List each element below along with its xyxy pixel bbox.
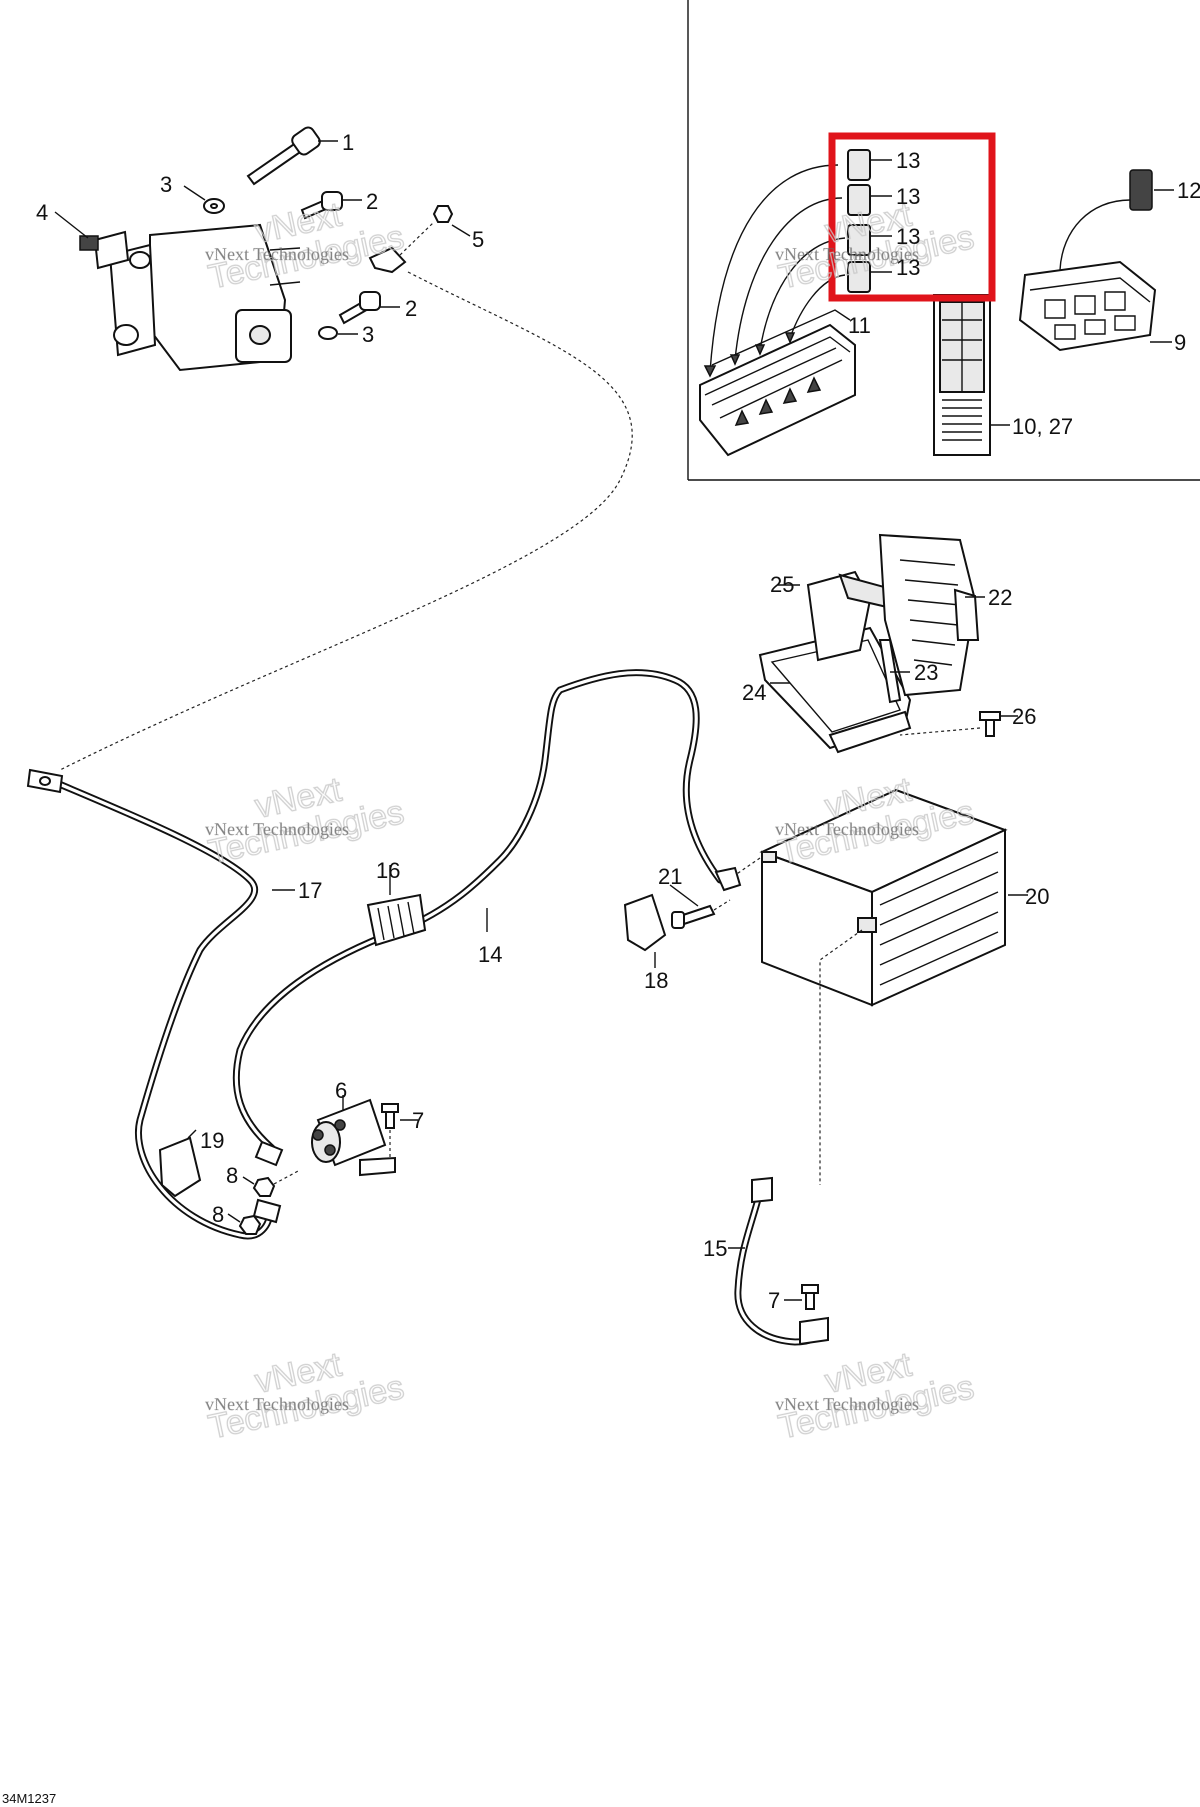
ground-cable-15[interactable]: [728, 1176, 829, 1346]
callout-2b: 2: [405, 296, 417, 321]
callout-5: 5: [472, 227, 484, 252]
callout-17: 17: [298, 878, 322, 903]
callout-8a: 8: [226, 1163, 238, 1188]
nut-5[interactable]: [432, 205, 471, 237]
callout-21: 21: [658, 864, 682, 889]
battery-positive-lead: [724, 857, 761, 883]
callout-3: 3: [160, 172, 172, 197]
relay-12[interactable]: [1059, 169, 1174, 271]
callout-9: 9: [1174, 330, 1186, 355]
callout-6: 6: [335, 1078, 347, 1103]
bolt-2-top[interactable]: [300, 191, 362, 220]
svg-text:vNext Technologies: vNext Technologies: [205, 819, 349, 839]
bolt-7-ground[interactable]: [784, 1284, 819, 1310]
callout-7a: 7: [412, 1108, 424, 1133]
starter-motor-group: [54, 125, 471, 372]
svg-text:vNext Technologies: vNext Technologies: [205, 244, 349, 264]
callout-25: 25: [770, 572, 794, 597]
washer-3-lower[interactable]: [318, 326, 338, 340]
svg-text:vNext Technologies: vNext Technologies: [775, 819, 919, 839]
callout-13d: 13: [896, 255, 920, 280]
battery-cover-22[interactable]: [878, 533, 985, 697]
battery-tray-24[interactable]: [758, 626, 912, 754]
callout-labels: 1 2 3 4 5 2 3 13 13 13 13 12 11 9 10, 27…: [36, 130, 1200, 1313]
callout-26: 26: [1012, 704, 1036, 729]
terminal-cover-18[interactable]: [623, 893, 667, 968]
callout-14: 14: [478, 942, 502, 967]
callout-1: 1: [342, 130, 354, 155]
fuse-holder-11[interactable]: [699, 309, 856, 457]
callout-15: 15: [703, 1236, 727, 1261]
bolt-7-solenoid[interactable]: [381, 1103, 418, 1158]
callout-2: 2: [366, 189, 378, 214]
callout-11: 11: [848, 313, 871, 338]
nut-8-lower[interactable]: [238, 1214, 262, 1235]
fuse-label-sticker-10-27[interactable]: [933, 294, 1010, 456]
bolt-21[interactable]: [669, 884, 731, 929]
starter-motor-4[interactable]: [54, 211, 301, 372]
terminal-boot-19[interactable]: [158, 1129, 202, 1198]
drawing-code: 34M1237: [2, 1791, 56, 1806]
callout-7b: 7: [768, 1288, 780, 1313]
svg-text:vNext Technologies: vNext Technologies: [205, 1394, 349, 1414]
callout-19: 19: [200, 1128, 224, 1153]
fuse-box-inset: [687, 0, 1200, 481]
callout-12: 12: [1177, 178, 1200, 203]
positive-cable-14[interactable]: [232, 669, 742, 1167]
bolt-1[interactable]: [246, 125, 338, 186]
callout-16: 16: [376, 858, 400, 883]
ground-strap-17[interactable]: [26, 768, 295, 1240]
callout-20: 20: [1025, 884, 1049, 909]
callout-3b: 3: [362, 322, 374, 347]
battery-tray-group: [758, 533, 1018, 754]
bolt-2-lower[interactable]: [338, 291, 400, 325]
nut-8-upper[interactable]: [252, 1176, 276, 1197]
tray-strap-23[interactable]: [878, 639, 902, 704]
callout-13c: 13: [896, 224, 920, 249]
fuse-box-9[interactable]: [1018, 260, 1172, 352]
callout-10-27: 10, 27: [1012, 414, 1073, 439]
battery-20[interactable]: [759, 788, 1028, 1007]
callout-23: 23: [914, 660, 938, 685]
svg-text:vNext Technologies: vNext Technologies: [775, 244, 919, 264]
fuse-13-stack[interactable]: [847, 149, 892, 293]
callout-4: 4: [36, 200, 48, 225]
callout-18: 18: [644, 968, 668, 993]
watermarks: Technologies vNext vNext Technologies Te…: [205, 195, 978, 1447]
protective-boot-16[interactable]: [366, 865, 427, 947]
callout-13a: 13: [896, 148, 920, 173]
highlight-box: [828, 132, 996, 302]
bolt-26[interactable]: [899, 711, 1018, 737]
callout-13b: 13: [896, 184, 920, 209]
starter-bracket[interactable]: [368, 246, 407, 274]
callout-8b: 8: [212, 1202, 224, 1227]
starter-solenoid-6[interactable]: [311, 1095, 396, 1177]
callout-24: 24: [742, 680, 766, 705]
callout-22: 22: [988, 585, 1012, 610]
svg-text:vNext Technologies: vNext Technologies: [775, 1394, 919, 1414]
